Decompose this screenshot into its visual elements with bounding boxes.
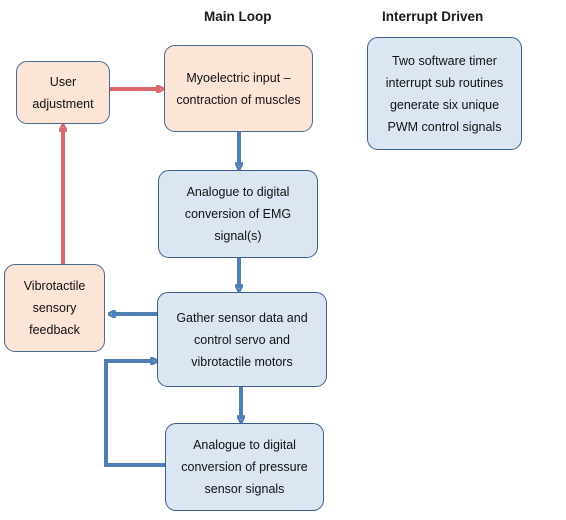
user-adjustment-box: User adjustment [16, 61, 110, 124]
main-loop-heading: Main Loop [204, 9, 272, 24]
adc-emg-box: Analogue to digital conversion of EMG si… [158, 170, 318, 258]
adc-pressure-text: Analogue to digital conversion of pressu… [181, 438, 308, 496]
gather-sensor-text: Gather sensor data and control servo and… [176, 310, 308, 369]
user-adjustment-text: User adjustment [32, 74, 94, 111]
adc-pressure-box: Analogue to digital conversion of pressu… [165, 423, 324, 511]
vibrotactile-feedback-text: Vibrotactile sensory feedback [23, 279, 86, 337]
interrupt-driven-heading: Interrupt Driven [382, 9, 484, 24]
arrow-pressure-loop-back [104, 361, 165, 467]
gather-sensor-box: Gather sensor data and control servo and… [157, 292, 327, 387]
timer-interrupt-box: Two software timer interrupt sub routine… [367, 37, 522, 150]
adc-emg-text: Analogue to digital conversion of EMG si… [184, 185, 292, 243]
myoelectric-input-box: Myoelectric input – contraction of muscl… [164, 45, 313, 132]
timer-interrupt-text: Two software timer interrupt sub routine… [385, 53, 504, 134]
myoelectric-input-text: Myoelectric input – contraction of muscl… [176, 70, 301, 107]
vibrotactile-feedback-box: Vibrotactile sensory feedback [4, 264, 105, 352]
